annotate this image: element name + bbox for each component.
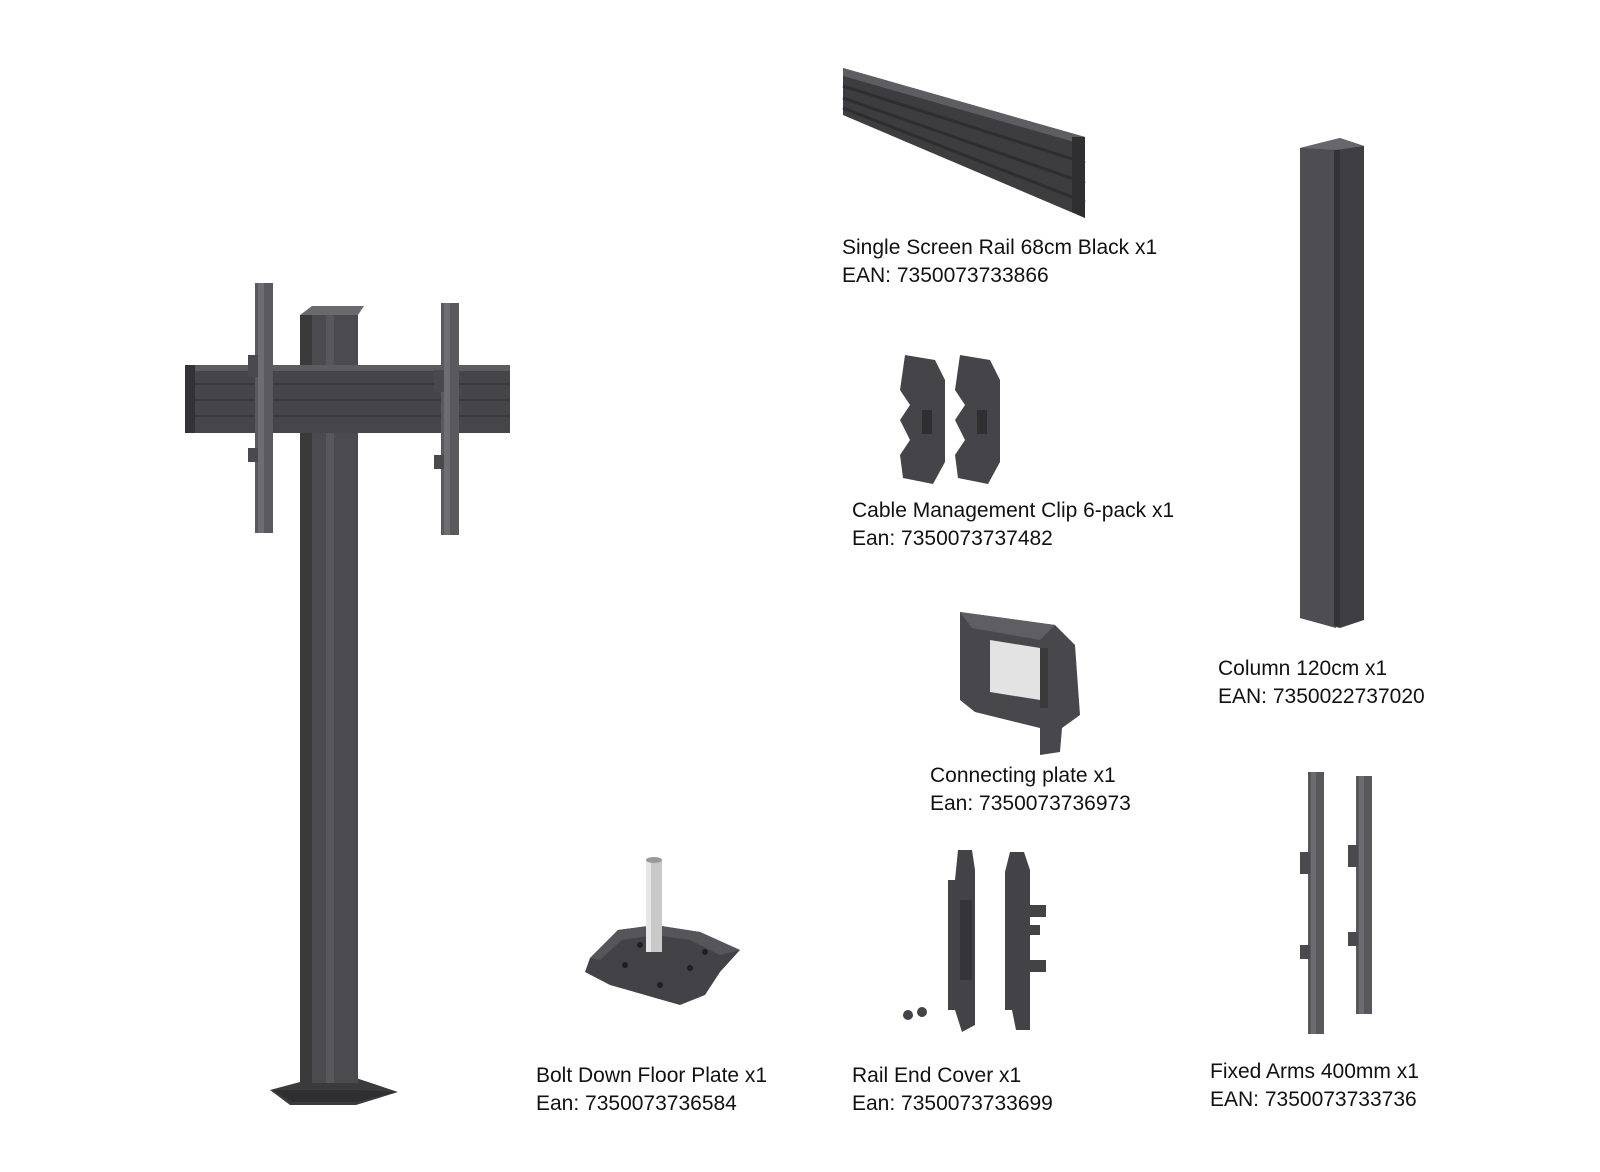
- part-name: Bolt Down Floor Plate x1: [536, 1064, 768, 1087]
- caption-connecting-plate: Connecting plate x1 Ean: 7350073736973: [930, 762, 1131, 818]
- part-name: Fixed Arms 400mm x1: [1210, 1060, 1419, 1083]
- part-code: EAN: 7350073733736: [1210, 1088, 1417, 1111]
- caption-floor-plate: Bolt Down Floor Plate x1 Ean: 7350073736…: [536, 1062, 767, 1118]
- cable-clips-image: [900, 355, 1000, 484]
- part-name: Column 120cm x1: [1218, 657, 1388, 680]
- part-name: Cable Management Clip 6-pack x1: [852, 499, 1175, 522]
- part-code: Ean: 7350073736973: [930, 792, 1131, 815]
- part-name: Single Screen Rail 68cm Black x1: [842, 236, 1158, 259]
- caption-cable-clip: Cable Management Clip 6-pack x1 Ean: 735…: [852, 497, 1174, 553]
- caption-single-screen-rail: Single Screen Rail 68cm Black x1 EAN: 73…: [842, 234, 1157, 290]
- assembled-floor-stand: [185, 283, 510, 1105]
- caption-fixed-arms: Fixed Arms 400mm x1 EAN: 7350073733736: [1210, 1058, 1419, 1114]
- caption-rail-end-cover: Rail End Cover x1 Ean: 7350073733699: [852, 1062, 1053, 1118]
- part-code: Ean: 7350073737482: [852, 527, 1053, 550]
- caption-column: Column 120cm x1 EAN: 7350022737020: [1218, 655, 1425, 711]
- part-code: Ean: 7350073733699: [852, 1092, 1053, 1115]
- floor-plate-image: [585, 857, 740, 1005]
- part-code: Ean: 7350073736584: [536, 1092, 737, 1115]
- fixed-arms-image: [1300, 772, 1372, 1034]
- rail-end-cover-image: [903, 850, 1046, 1032]
- part-code: EAN: 7350022737020: [1218, 685, 1425, 708]
- part-code: EAN: 7350073733866: [842, 264, 1049, 287]
- connecting-plate-image: [960, 612, 1080, 755]
- single-screen-rail-image: [842, 68, 1086, 218]
- part-name: Rail End Cover x1: [852, 1064, 1022, 1087]
- part-name: Connecting plate x1: [930, 764, 1116, 787]
- column-image: [1300, 138, 1364, 628]
